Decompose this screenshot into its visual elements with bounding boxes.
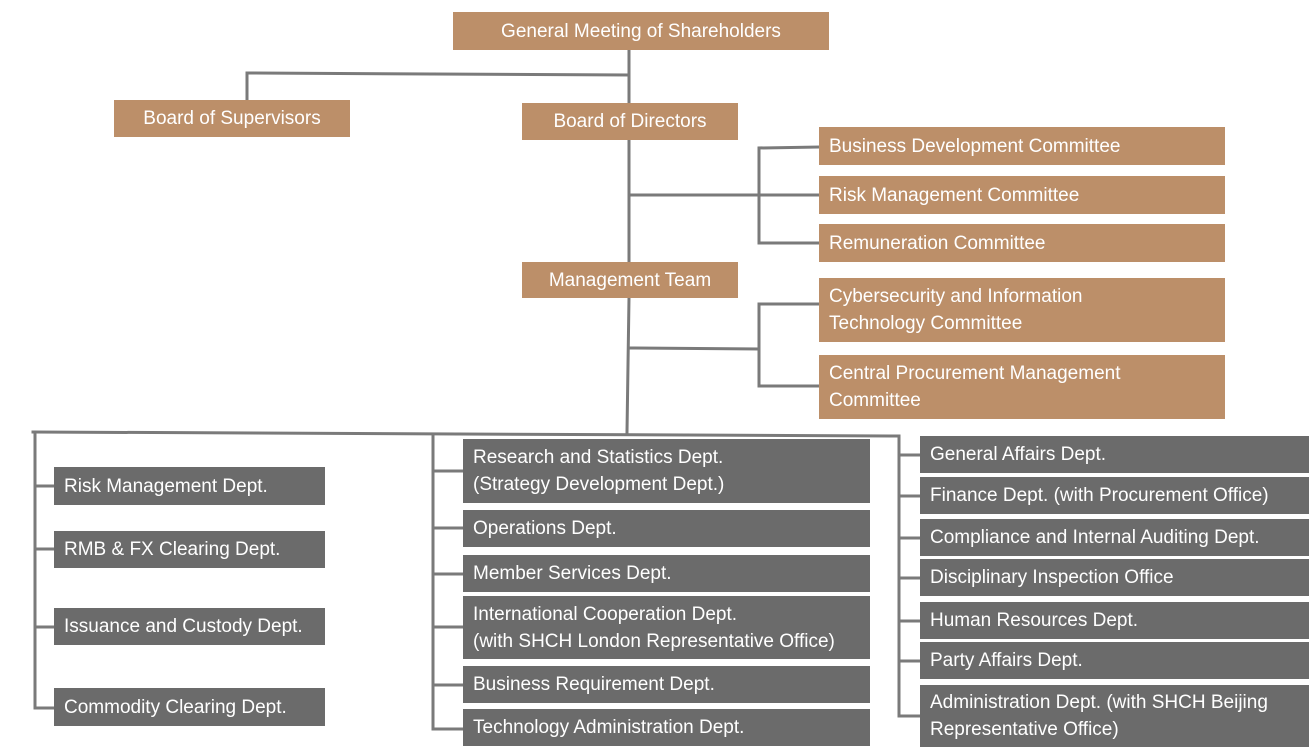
dept-commodity-clearing: Commodity Clearing Dept. xyxy=(54,688,325,726)
board-of-directors-box: Board of Directors xyxy=(522,103,738,140)
dept-human-resources: Human Resources Dept. xyxy=(920,602,1309,639)
management-team-box: Management Team xyxy=(522,262,738,298)
dept-international-cooperation: International Cooperation Dept. (with SH… xyxy=(463,596,870,659)
committee-risk-management: Risk Management Committee xyxy=(819,176,1225,214)
dept-compliance-auditing: Compliance and Internal Auditing Dept. xyxy=(920,519,1309,556)
dept-general-affairs: General Affairs Dept. xyxy=(920,436,1309,473)
dept-member-services: Member Services Dept. xyxy=(463,555,870,592)
dept-research-statistics: Research and Statistics Dept. (Strategy … xyxy=(463,439,870,503)
dept-issuance-custody: Issuance and Custody Dept. xyxy=(54,608,325,645)
dept-party-affairs: Party Affairs Dept. xyxy=(920,642,1309,679)
dept-rmb-fx-clearing: RMB & FX Clearing Dept. xyxy=(54,531,325,568)
committee-business-development: Business Development Committee xyxy=(819,127,1225,165)
committee-remuneration: Remuneration Committee xyxy=(819,224,1225,262)
dept-finance: Finance Dept. (with Procurement Office) xyxy=(920,477,1309,514)
dept-business-requirement: Business Requirement Dept. xyxy=(463,666,870,703)
dept-technology-administration: Technology Administration Dept. xyxy=(463,709,870,746)
dept-risk-management: Risk Management Dept. xyxy=(54,467,325,505)
board-of-supervisors-box: Board of Supervisors xyxy=(114,100,350,137)
shareholders-meeting-box: General Meeting of Shareholders xyxy=(453,12,829,50)
committee-central-procurement: Central Procurement Management Committee xyxy=(819,355,1225,419)
dept-administration: Administration Dept. (with SHCH Beijing … xyxy=(920,685,1309,747)
dept-operations: Operations Dept. xyxy=(463,510,870,547)
dept-disciplinary-inspection: Disciplinary Inspection Office xyxy=(920,559,1309,596)
committee-cybersecurity-it: Cybersecurity and Information Technology… xyxy=(819,278,1225,342)
